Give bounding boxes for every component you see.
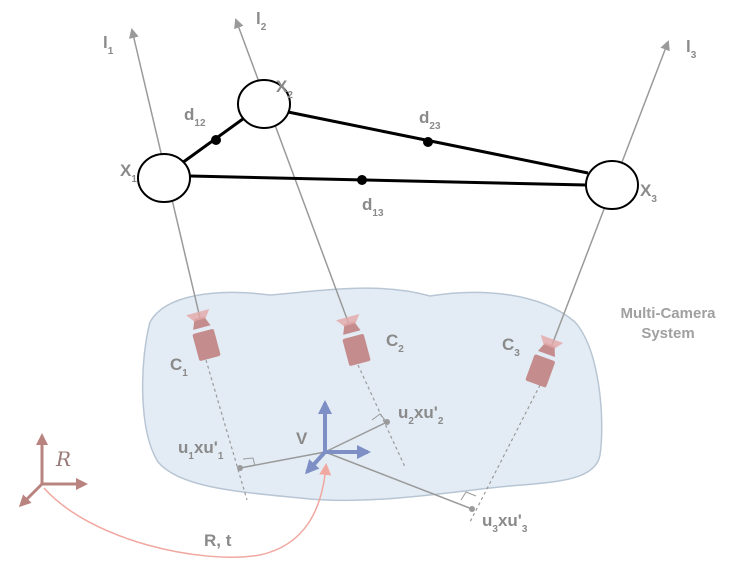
camera-c2 — [336, 313, 371, 366]
label-l1: l1 — [103, 33, 114, 57]
label-d12: d12 — [184, 105, 206, 129]
label-l2: l2 — [256, 9, 267, 33]
edge-d23 — [287, 110, 589, 175]
world-frame-axes — [18, 433, 88, 508]
right-angle-u1 — [242, 457, 256, 467]
point-x2 — [237, 79, 291, 129]
dashed-offset-c3 — [469, 384, 541, 523]
label-c2: C2 — [386, 331, 404, 355]
label-u3: u3xu'3 — [482, 511, 528, 535]
point-x3 — [585, 160, 639, 210]
baseline-u2 — [324, 421, 388, 453]
label-u2: u2xu'2 — [398, 403, 444, 427]
baseline-u3 — [324, 451, 473, 510]
vehicle-frame-axes — [304, 400, 371, 475]
point-u2 — [384, 419, 390, 425]
label-x3: X3 — [640, 181, 657, 205]
camera-c3 — [525, 334, 564, 388]
label-d23: d23 — [419, 108, 441, 132]
midpoint-d13 — [357, 175, 367, 185]
label-d13: d13 — [362, 195, 384, 219]
transform-arrow — [43, 463, 332, 558]
midpoint-d12 — [211, 135, 221, 145]
ray-l2 — [234, 18, 351, 328]
label-x1: X1 — [120, 161, 137, 185]
point-u1 — [237, 465, 243, 471]
label-c1: C1 — [170, 355, 188, 379]
camera-c1 — [186, 308, 221, 361]
point-u3 — [469, 506, 475, 512]
baseline-u1 — [239, 451, 326, 469]
label-x2: X2 — [276, 77, 293, 101]
system-label-line1: Multi-Camera — [620, 305, 716, 322]
label-u1: u1xu'1 — [178, 438, 224, 462]
point-x1 — [137, 153, 191, 203]
multi-camera-system-region — [141, 287, 603, 502]
dashed-offset-c1 — [205, 359, 248, 501]
edge-d13 — [189, 174, 587, 187]
right-angle-u3 — [460, 491, 477, 501]
label-l3: l3 — [686, 37, 697, 61]
system-label-line2: System — [641, 325, 694, 342]
label-c3: C3 — [502, 335, 520, 359]
label-world: R — [55, 447, 71, 471]
right-angle-u2 — [371, 413, 386, 421]
label-transform: R, t — [204, 531, 232, 550]
midpoint-d23 — [423, 137, 433, 147]
label-vehicle: V — [296, 429, 308, 448]
